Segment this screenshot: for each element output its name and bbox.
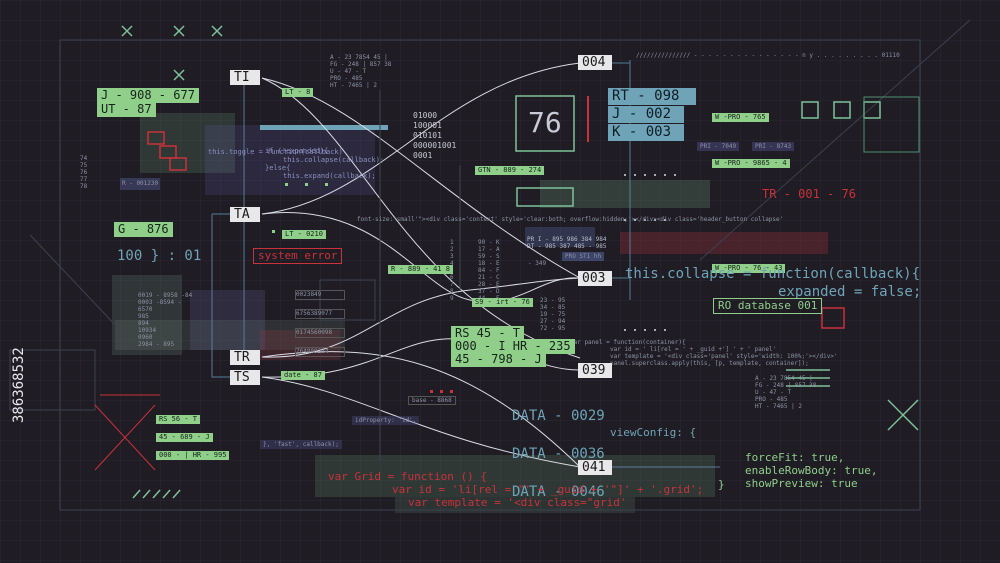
panel-code: var panel = function(container){var id =…: [570, 339, 838, 367]
grid-code-line3: var template = '<div class="grid': [408, 496, 627, 509]
system-error: system error: [253, 248, 343, 264]
big-number-box: [515, 95, 575, 152]
tag-lt8: LT - 8: [282, 88, 314, 97]
green-rect: [516, 187, 574, 207]
tag-rs45: RS 45 - T: [451, 326, 525, 341]
font-line: font-size:'small'"><div class='context' …: [357, 216, 784, 223]
tag-j002: J - 002: [608, 106, 684, 123]
bg-code: this.expand(callback);: [283, 172, 376, 180]
dim-panel: [395, 497, 635, 513]
counter: 100 } : 01: [117, 248, 202, 264]
node-004[interactable]: 004: [578, 55, 612, 70]
dim-panel: [315, 455, 715, 497]
tag-date: date - 87: [281, 371, 325, 380]
dim-panel: [525, 227, 595, 247]
tag-g876: G - 876: [114, 222, 173, 237]
stat-line: RS 56 - T: [156, 415, 200, 424]
data-line: DATA - 0036: [512, 446, 605, 462]
curve-ta-003: [261, 212, 581, 303]
bg-code: }else{: [265, 164, 291, 172]
big-number: 76: [528, 106, 562, 139]
data-line: DATA - 0046: [512, 484, 605, 500]
options-block: forceFit: true,enableRowBody: true,showP…: [745, 451, 878, 490]
grid-code-line2: var id = 'li[rel = "' + _guid + '"]' + '…: [392, 483, 704, 496]
tag-ut87: UT - 87: [97, 102, 156, 117]
deco-box: [319, 279, 376, 321]
tag-lt0210: LT - 0210: [282, 230, 326, 239]
view-config: viewConfig: {: [610, 426, 697, 439]
base-text: base - 8868: [408, 396, 456, 405]
bg-code: this.collapse(callback);: [283, 156, 385, 164]
node-ta[interactable]: TA: [230, 207, 260, 222]
curve-tr-003: [261, 277, 581, 358]
node-ti[interactable]: TI: [230, 70, 260, 85]
tag-r001230: R - 001230: [122, 180, 159, 187]
dim-panel: [140, 113, 235, 173]
dim-panel: [540, 180, 710, 208]
data-line: DATA - 0029: [512, 408, 605, 424]
curve-ts-041: [261, 376, 581, 468]
ro-database: RO database 001: [713, 298, 823, 314]
node-039[interactable]: 039: [578, 363, 612, 378]
tag-k003: K - 003: [608, 124, 684, 141]
data-lines: DATA - 0029 DATA - 0036 DATA - 0046: [512, 388, 605, 521]
collapse-code-line1: this.collapse = function(callback){: [625, 266, 921, 282]
bg-code: this.toggle = function(callback): [208, 148, 343, 156]
top-dash-line: /////////////// - - - - - - - - - - - - …: [636, 52, 900, 59]
tag-r889: R - 889 - 41 8: [388, 265, 454, 274]
stock-id: 386368532: [11, 347, 27, 423]
node-tr[interactable]: TR: [230, 350, 260, 365]
close-brace: }: [718, 478, 725, 491]
tag-j908: J - 908 - 677: [97, 88, 199, 103]
tag-rt098: RT - 098: [608, 88, 696, 105]
node-041[interactable]: 041: [578, 460, 612, 475]
tree-line: [211, 214, 230, 378]
frame: [59, 39, 921, 511]
dim-panel: [205, 125, 375, 195]
tag-pro: PRO ST1 hh: [562, 252, 605, 261]
tag-gtn: GTN - 889 - 274: [475, 166, 545, 175]
node-ts[interactable]: TS: [230, 370, 260, 385]
curve-ta-004: [261, 62, 581, 215]
dim-panel: [620, 232, 828, 254]
n349: - 349: [528, 260, 547, 267]
deco-line: [29, 234, 121, 331]
grid-code-line1: var Grid = function () {: [328, 470, 487, 483]
deco-box: [9, 349, 96, 411]
dim-panel: [190, 290, 265, 350]
bg-code: if (!expanded){: [265, 147, 329, 155]
tag-pri8743: PRI - 8743: [752, 142, 795, 151]
dim-panel: [120, 178, 160, 190]
tag-w765: W -PRO - 765: [712, 113, 769, 122]
tag-s9: S9 - irt - 76: [472, 298, 533, 307]
stat-line: 000 - | HR - 995: [156, 451, 230, 460]
dim-panel: [112, 275, 182, 355]
list-vals: 0023849 6756389077 0174560098 764800234: [295, 282, 345, 365]
deco-line: [699, 19, 971, 261]
node-003[interactable]: 003: [578, 271, 612, 286]
curve-tr-041: [261, 351, 581, 468]
collapse-code-line2: expanded = false;: [778, 284, 922, 300]
dim-panel: [115, 320, 345, 350]
fast-text: }, 'fast', callback);: [260, 440, 342, 449]
stat-line: 45 - 689 - J: [156, 433, 213, 442]
stats-box: RS 56 - T 45 - 689 - J 000 - | HR - 995: [156, 406, 230, 460]
tag-w9865: W -PRO - 9865 - 4: [712, 159, 790, 168]
idprop-text: idProperty: 'id',: [352, 416, 420, 425]
tr-001-label: TR - 001 - 76: [762, 187, 856, 201]
tag-rt76: W -PRO - 76 - 43: [712, 264, 786, 273]
tag-45798: 45 - 798 - J: [451, 352, 546, 367]
tag-hr235: 000 - I HR - 235: [451, 339, 575, 354]
tag-pri: PRI - 7049: [697, 142, 740, 151]
